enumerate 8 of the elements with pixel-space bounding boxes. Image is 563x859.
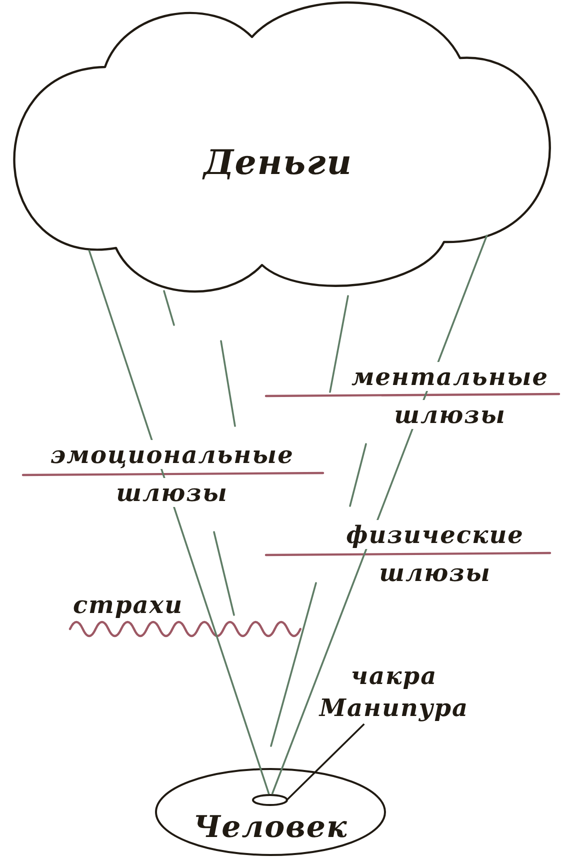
node-label: Деньги — [204, 144, 352, 184]
barrier-label: ментальные шлюзы — [351, 361, 549, 431]
ellipse-shape — [155, 768, 386, 856]
barrier-label: эмоциональные шлюзы — [50, 439, 294, 509]
connector-line — [88, 250, 270, 794]
chakra-ellipse — [252, 794, 288, 806]
leader-line — [286, 723, 365, 802]
node-label: Человек — [193, 810, 348, 846]
